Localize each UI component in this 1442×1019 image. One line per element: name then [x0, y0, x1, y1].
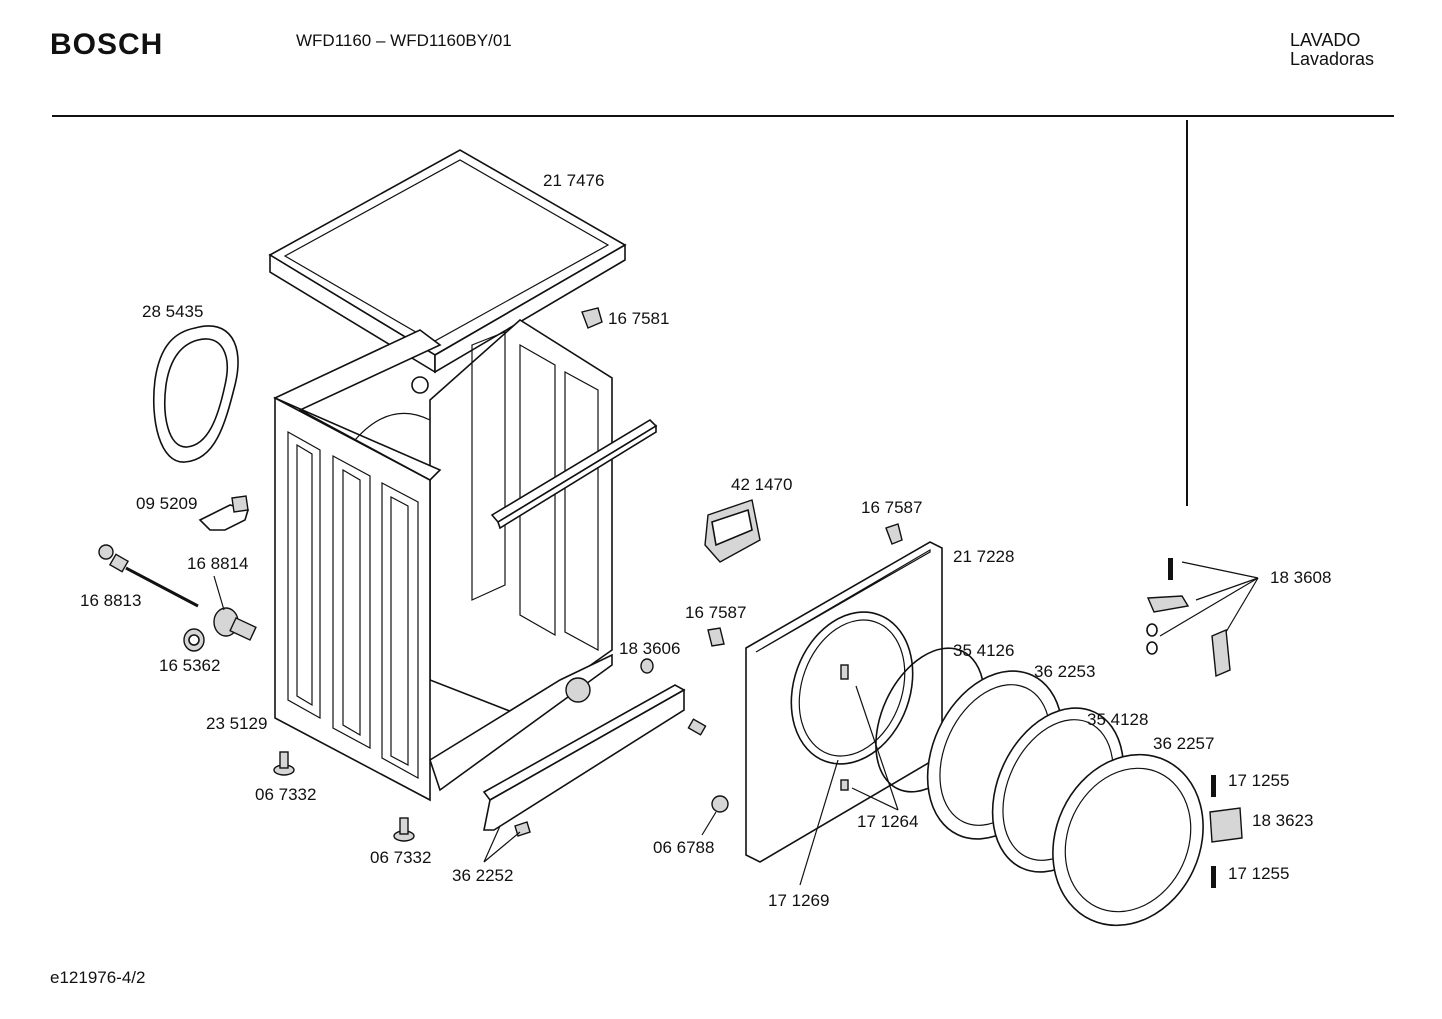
- front-panel-part[interactable]: [745, 541, 943, 863]
- pin-part[interactable]: [687, 718, 707, 736]
- part-label-183606: 18 3606: [619, 639, 680, 658]
- part-label-362257: 36 2257: [1153, 734, 1214, 753]
- part-labels: 21 7476 28 5435 16 7581 09 5209 16 8814 …: [80, 171, 1331, 910]
- clip-part-183606[interactable]: [640, 658, 654, 674]
- part-label-171269: 17 1269: [768, 891, 829, 910]
- part-label-354128: 35 4128: [1087, 710, 1148, 729]
- clip-part-167587-top[interactable]: [885, 523, 903, 545]
- header-divider: [52, 115, 1394, 117]
- part-label-421470: 42 1470: [731, 475, 792, 494]
- cabinet-housing-part[interactable]: [273, 319, 613, 802]
- foot-part-1[interactable]: [273, 751, 295, 776]
- cross-brace-part[interactable]: [490, 418, 658, 530]
- part-label-354126: 35 4126: [953, 641, 1014, 660]
- part-label-167581: 16 7581: [608, 309, 669, 328]
- vertical-divider: [1186, 120, 1188, 506]
- category-subtitle: Lavadoras: [1290, 49, 1375, 69]
- part-label-235129: 23 5129: [206, 714, 267, 733]
- part-label-095209: 09 5209: [136, 494, 197, 513]
- bracket-part[interactable]: [198, 495, 250, 531]
- pin-part-171255-bottom[interactable]: [1211, 866, 1216, 888]
- hinge-pin-part[interactable]: [1168, 558, 1173, 580]
- part-label-067332-2: 06 7332: [370, 848, 431, 867]
- shaft-part[interactable]: [98, 544, 199, 608]
- part-label-165362: 16 5362: [159, 656, 220, 675]
- knob-part[interactable]: [213, 607, 257, 641]
- cap-part[interactable]: [183, 628, 205, 652]
- part-label-171264: 17 1264: [857, 812, 918, 831]
- part-label-362252: 36 2252: [452, 866, 513, 885]
- part-label-168814: 16 8814: [187, 554, 248, 573]
- part-label-066788: 06 6788: [653, 838, 714, 857]
- hinge-spring-part[interactable]: [1146, 623, 1158, 655]
- screw-part[interactable]: [711, 795, 729, 813]
- part-label-285435: 28 5435: [142, 302, 203, 321]
- part-label-167587-2: 16 7587: [685, 603, 746, 622]
- part-label-217476: 21 7476: [543, 171, 604, 190]
- model-number: WFD1160 – WFD1160BY/01: [296, 31, 512, 50]
- plinth-panel-part[interactable]: [482, 684, 686, 837]
- part-label-167587-1: 16 7587: [861, 498, 922, 517]
- part-label-171255-1: 17 1255: [1228, 771, 1289, 790]
- leader-lines: [213, 561, 1259, 886]
- clip-part[interactable]: [581, 307, 603, 329]
- foot-part-2[interactable]: [393, 817, 415, 842]
- door-lock-part[interactable]: [704, 499, 761, 563]
- hinge-bracket-part[interactable]: [1146, 595, 1190, 613]
- part-label-183623: 18 3623: [1252, 811, 1313, 830]
- clip-part-167587-mid[interactable]: [707, 627, 725, 647]
- hinge-cover-part[interactable]: [1209, 807, 1243, 843]
- part-label-067332-1: 06 7332: [255, 785, 316, 804]
- category-title: LAVADO: [1290, 30, 1361, 50]
- brand-logo: BOSCH: [50, 28, 164, 61]
- part-label-171255-2: 17 1255: [1228, 864, 1289, 883]
- part-label-183608: 18 3608: [1270, 568, 1331, 587]
- part-label-362253: 36 2253: [1034, 662, 1095, 681]
- porthole-ring-part[interactable]: [152, 325, 239, 463]
- part-label-217228: 21 7228: [953, 547, 1014, 566]
- document-id: e121976-4/2: [50, 968, 146, 987]
- hinge-plate-part[interactable]: [1211, 628, 1231, 678]
- door-ring-part[interactable]: [1026, 730, 1231, 950]
- pin-part-171255-top[interactable]: [1211, 775, 1216, 797]
- part-label-168813: 16 8813: [80, 591, 141, 610]
